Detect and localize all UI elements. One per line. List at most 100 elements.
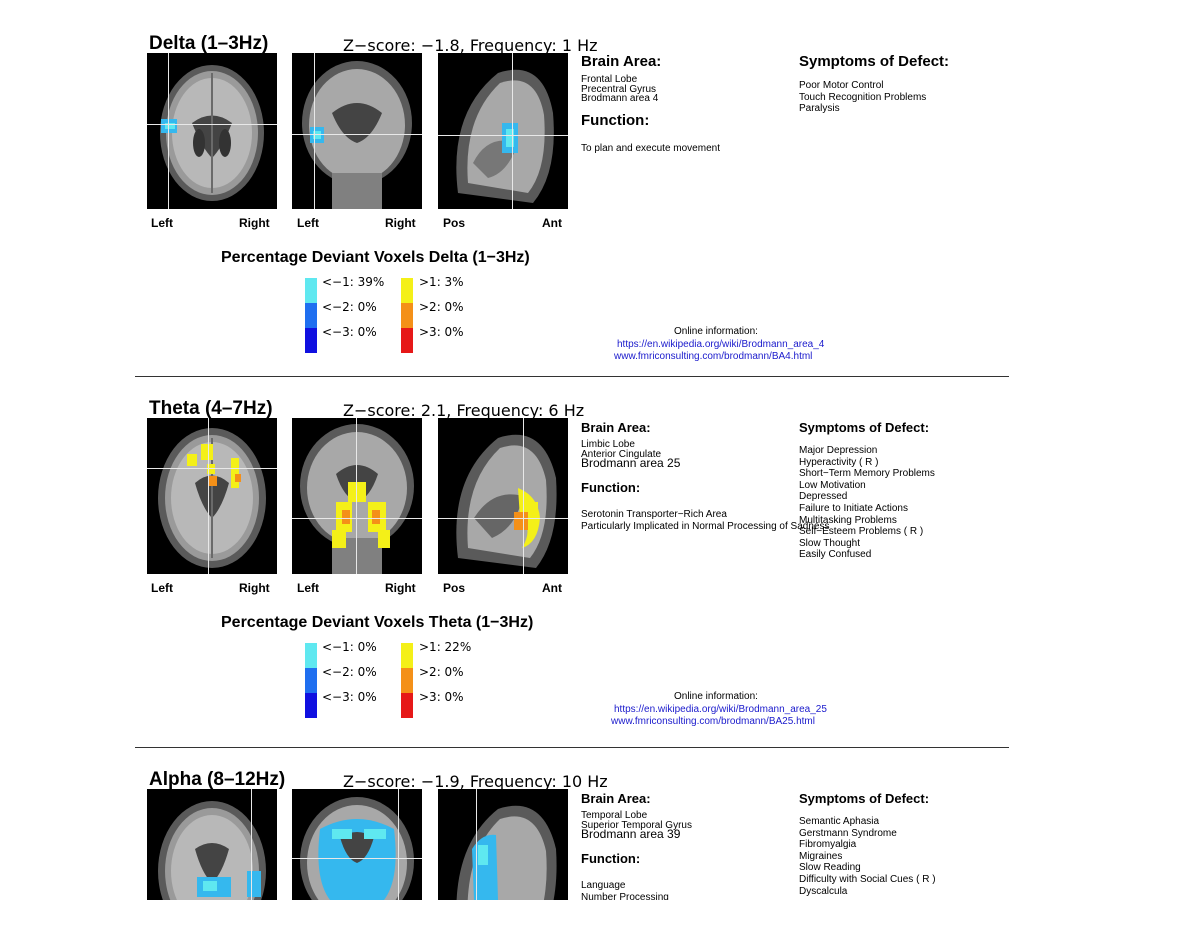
symptom-item: Migraines (799, 850, 843, 862)
axial-brain-image (147, 53, 277, 209)
coronal-right-label: Right (385, 581, 416, 595)
legend-swatch-pos1 (401, 643, 413, 668)
crosshair-vertical (168, 53, 169, 209)
legend-swatch-neg2 (305, 303, 317, 328)
legend-neg1: <−1: 0% (322, 640, 377, 654)
symptom-item: Slow Thought (799, 537, 860, 549)
crosshair-vertical (512, 53, 513, 209)
symptom-item: Fibromyalgia (799, 839, 857, 851)
legend-neg2: <−2: 0% (322, 300, 377, 314)
fmriconsulting-link[interactable]: www.fmriconsulting.com/brodmann/BA25.htm… (611, 716, 815, 727)
symptom-item: Hyperactivity ( R ) (799, 456, 879, 468)
brain-area-item: Frontal Lobe (581, 74, 638, 85)
zscore-frequency: Z−score: 2.1, Frequency: 6 Hz (343, 401, 585, 420)
legend-swatch-pos3 (401, 328, 413, 353)
legend-swatch-pos1 (401, 278, 413, 303)
crosshair-vertical (314, 53, 315, 209)
band-title: Alpha (8–12Hz) (149, 769, 286, 790)
crosshair-vertical (251, 789, 252, 900)
legend-swatch-neg2 (305, 668, 317, 693)
legend-pos2: >2: 0% (419, 300, 464, 314)
legend-swatch-neg1 (305, 278, 317, 303)
axial-left-label: Left (151, 581, 173, 595)
symptom-item: Gerstmann Syndrome (799, 827, 897, 839)
function-heading: Function: (581, 480, 641, 495)
percentage-title: Percentage Deviant Voxels Delta (1−3Hz) (221, 249, 530, 266)
crosshair-vertical (476, 789, 477, 900)
crosshair-horizontal (147, 124, 277, 125)
symptom-item: Dyscalcula (799, 885, 848, 897)
crosshair-horizontal (292, 518, 422, 519)
symptom-item: Paralysis (799, 103, 840, 115)
coronal-brain-image (292, 418, 422, 574)
coronal-left-label: Left (297, 216, 319, 230)
brain-area-list: Frontal Lobe Precentral Gyrus Brodmann a… (581, 75, 658, 104)
brain-area-heading: Brain Area: (581, 53, 662, 70)
legend-swatch-pos2 (401, 668, 413, 693)
function-item: Language (581, 880, 626, 891)
legend-neg1: <−1: 39% (322, 275, 385, 289)
zscore-frequency: Z−score: −1.9, Frequency: 10 Hz (343, 772, 608, 791)
brain-area-item: Limbic Lobe (581, 439, 635, 450)
crosshair-vertical (208, 418, 209, 574)
sagittal-ant-label: Ant (542, 216, 562, 230)
symptoms-list: Semantic Aphasia Gerstmann Syndrome Fibr… (799, 816, 936, 897)
sagittal-brain-image (438, 789, 568, 900)
wikipedia-link[interactable]: https://en.wikipedia.org/wiki/Brodmann_a… (614, 704, 827, 715)
axial-right-label: Right (239, 581, 270, 595)
axial-brain-image (147, 789, 277, 900)
legend-pos1: >1: 3% (419, 275, 464, 289)
axial-left-label: Left (151, 216, 173, 230)
symptom-item: Low Motivation (799, 479, 866, 491)
brain-area-item: Brodmann area 25 (581, 456, 681, 470)
symptom-item: Depressed (799, 491, 848, 503)
brain-area-item: Precentral Gyrus (581, 83, 657, 95)
brain-area-item: Anterior Cingulate (581, 448, 662, 460)
sagittal-brain-image (438, 53, 568, 209)
symptoms-heading: Symptoms of Defect: (799, 791, 930, 806)
symptom-item: Poor Motor Control (799, 80, 884, 91)
coronal-right-label: Right (385, 216, 416, 230)
symptom-item: Difficulty with Social Cues ( R ) (799, 873, 936, 885)
legend-swatch-neg1 (305, 643, 317, 668)
delta-section: Delta (1–3Hz) Z−score: −1.8, Frequency: … (0, 33, 1200, 405)
function-list: Serotonin Transporter−Rich Area Particul… (581, 509, 829, 532)
coronal-brain-image (292, 53, 422, 209)
function-item: Serotonin Transporter−Rich Area (581, 509, 727, 520)
function-heading: Function: (581, 851, 641, 866)
theta-section: Theta (4–7Hz) Z−score: 2.1, Frequency: 6… (0, 398, 1200, 770)
online-info-label: Online information: (674, 326, 758, 337)
symptom-item: Easily Confused (799, 549, 872, 561)
wikipedia-link[interactable]: https://en.wikipedia.org/wiki/Brodmann_a… (617, 339, 825, 350)
alpha-section: Alpha (8–12Hz) Z−score: −1.9, Frequency:… (0, 769, 1200, 900)
symptom-item: Multitasking Problems (799, 514, 897, 526)
sagittal-ant-label: Ant (542, 581, 562, 595)
coronal-brain-image (292, 789, 422, 900)
function-item: Number Processing (581, 891, 669, 900)
brain-area-item: Brodmann area 39 (581, 827, 681, 841)
fmriconsulting-link[interactable]: www.fmriconsulting.com/brodmann/BA4.html (614, 351, 813, 362)
symptoms-heading: Symptoms of Defect: (799, 53, 950, 70)
legend-pos2: >2: 0% (419, 665, 464, 679)
brain-area-item: Temporal Lobe (581, 810, 648, 821)
function-list: To plan and execute movement (581, 144, 720, 154)
legend-pos1: >1: 22% (419, 640, 472, 654)
symptoms-heading: Symptoms of Defect: (799, 420, 930, 435)
axial-brain-image (147, 418, 277, 574)
symptom-item: Semantic Aphasia (799, 816, 880, 827)
symptom-item: Major Depression (799, 445, 878, 456)
band-title: Theta (4–7Hz) (149, 398, 273, 419)
legend-swatch-neg3 (305, 693, 317, 718)
sagittal-pos-label: Pos (443, 216, 466, 230)
symptom-item: Short−Term Memory Problems (799, 468, 935, 480)
zscore-frequency: Z−score: −1.8, Frequency: 1 Hz (343, 36, 598, 55)
legend-neg3: <−3: 0% (322, 690, 377, 704)
online-info-label: Online information: (674, 691, 758, 702)
sagittal-pos-label: Pos (443, 581, 466, 595)
brain-area-item: Superior Temporal Gyrus (581, 819, 692, 831)
function-item: To plan and execute movement (581, 143, 720, 154)
legend-swatch-pos2 (401, 303, 413, 328)
symptom-item: Self−Esteem Problems ( R ) (799, 526, 924, 538)
axial-right-label: Right (239, 216, 270, 230)
